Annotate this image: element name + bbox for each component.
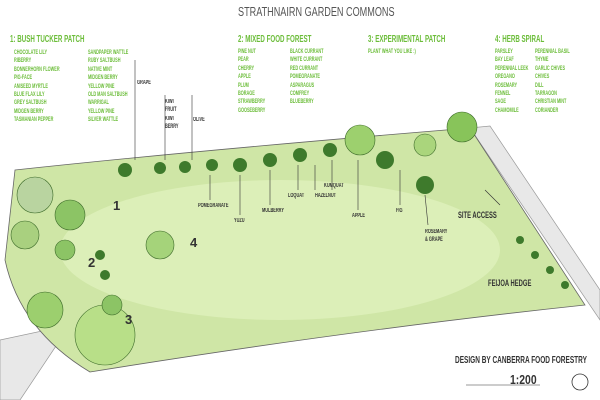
list-item: Apple xyxy=(238,73,251,81)
list-item: Yellow pine xyxy=(88,82,115,90)
list-item: Tasmanian pepper xyxy=(14,116,54,124)
list-item: Thyme xyxy=(535,56,549,64)
section-heading-bush-tucker: 1: Bush Tucker Patch xyxy=(10,34,85,45)
list-item: Yellow pine xyxy=(88,107,115,115)
label-feijoa-hedge: Feijoa hedge xyxy=(488,278,532,288)
list-item: Native mint xyxy=(88,65,113,73)
label-kiwi-fruit: Kiwi fruit xyxy=(165,99,177,113)
list-item: Strawberry xyxy=(238,98,266,106)
list-item: Pear xyxy=(238,56,249,64)
experimental-list: Plant what you like :) xyxy=(368,48,416,56)
zone-number-2: 2 xyxy=(88,255,96,270)
list-item: Plant what you like :) xyxy=(368,48,416,55)
list-item: Asparagus xyxy=(290,81,315,89)
list-item: Blueberry xyxy=(290,98,314,106)
shrubs xyxy=(95,143,569,289)
lawn-shade xyxy=(60,180,500,320)
list-item: Fennel xyxy=(495,90,511,98)
list-item: Pomegranate xyxy=(290,73,320,81)
list-item: Pig-face xyxy=(14,74,33,82)
list-item: Oregano xyxy=(495,73,515,81)
label-grape: Grape xyxy=(137,80,151,86)
bush-tucker-list-1: Chocolate lilyRiberryBonnerhorn flowerPi… xyxy=(14,49,60,125)
label-olive: Olive xyxy=(193,117,205,123)
label-fig: Fig xyxy=(396,208,403,214)
list-item: Riberry xyxy=(14,57,32,65)
food-forest-list-1: Pine nutPearCherryApplePlumBorageStrawbe… xyxy=(238,48,265,115)
label-rosemary-grape: Rosemary & Grape xyxy=(425,229,448,243)
label-pomegranate: Pomegranate xyxy=(198,203,229,209)
zone-number-1: 1 xyxy=(113,198,121,213)
right-path xyxy=(469,125,600,321)
list-item: Black currant xyxy=(290,48,324,55)
list-item: Gooseberry xyxy=(238,106,266,114)
label-site-access: Site access xyxy=(458,210,497,220)
list-item: Old man saltbush xyxy=(88,91,128,99)
list-item: Chocolate lily xyxy=(14,49,48,56)
list-item: Bay leaf xyxy=(495,56,514,64)
trees xyxy=(10,111,478,366)
list-item: White currant xyxy=(290,56,323,64)
list-item: Silver wattle xyxy=(88,116,119,124)
label-apple: Apple xyxy=(352,213,366,219)
design-credit: Design by Canberra Food Forestry xyxy=(455,355,587,366)
label-loquat: Loquat xyxy=(288,193,305,199)
scale-label: 1:200 xyxy=(510,372,537,387)
zone-number-4: 4 xyxy=(190,235,198,250)
list-item: Comfrey xyxy=(290,90,310,98)
list-item: Pine nut xyxy=(238,48,256,55)
list-item: Parsley xyxy=(495,48,513,55)
list-item: Bonnerhorn flower xyxy=(14,65,60,73)
food-forest-list-2: Black currantWhite currantRed currantPom… xyxy=(290,48,323,107)
bush-tucker-list-2: Sandpaper wattleRuby saltbushNative mint… xyxy=(88,49,128,125)
list-item: Midgen berry xyxy=(88,74,118,82)
north-arrow-icon xyxy=(571,373,589,391)
leader-lines xyxy=(134,60,540,386)
page-title: Strathnairn Garden Commons xyxy=(238,4,395,19)
label-mulberry: Mulberry xyxy=(262,208,284,214)
label-kiwi-berry: Kiwi berry xyxy=(165,116,179,130)
list-item: Midgen berry xyxy=(14,107,44,115)
zone-number-3: 3 xyxy=(125,312,133,327)
list-item: Christian mint xyxy=(535,98,567,106)
list-item: Sage xyxy=(495,98,506,106)
section-heading-mixed-food-forest: 2: Mixed Food Forest xyxy=(238,34,312,45)
list-item: Chives xyxy=(535,73,550,81)
herb-list-2: Perennial basilThymeGarlic chivesChivesD… xyxy=(535,48,570,115)
list-item: Aniseed myrtle xyxy=(14,82,48,90)
label-hazelnut: Hazelnut xyxy=(315,193,337,199)
list-item: Perennial basil xyxy=(535,48,570,55)
list-item: Perennial leek xyxy=(495,64,529,72)
list-item: Chamomile xyxy=(495,106,519,114)
list-item: Ruby saltbush xyxy=(88,57,121,65)
list-item: Coriander xyxy=(535,106,559,114)
list-item: Tarragon xyxy=(535,90,557,98)
list-item: Rosemary xyxy=(495,81,518,89)
list-item: Warrigal xyxy=(88,99,109,107)
herb-list-1: ParsleyBay leafPerennial leekOreganoRose… xyxy=(495,48,528,115)
label-yuzu: Yuzu xyxy=(234,218,245,224)
list-item: Sandpaper wattle xyxy=(88,49,129,56)
label-kumquat: Kumquat xyxy=(324,183,344,189)
list-item: Blue flax lily xyxy=(14,91,45,99)
list-item: Borage xyxy=(238,90,255,98)
list-item: Red currant xyxy=(290,64,319,72)
list-item: Dill xyxy=(535,81,544,89)
list-item: Plum xyxy=(238,81,249,89)
list-item: Grey saltbush xyxy=(14,99,47,107)
section-heading-herb-spiral: 4: Herb Spiral xyxy=(495,34,545,45)
list-item: Garlic chives xyxy=(535,64,566,72)
list-item: Cherry xyxy=(238,64,255,72)
section-heading-experimental: 3: Experimental Patch xyxy=(368,34,446,45)
